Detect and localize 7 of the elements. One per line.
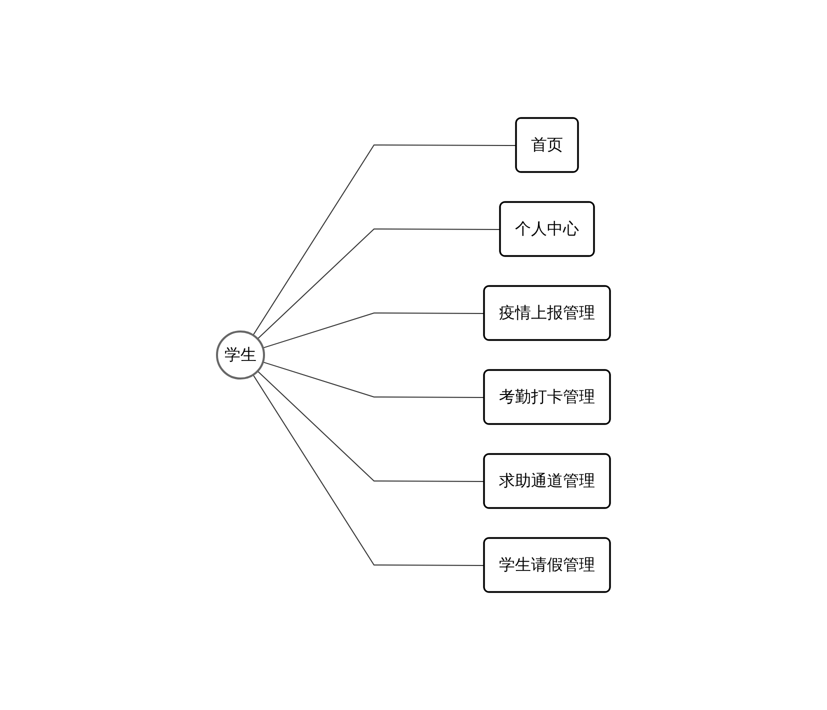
connector: [262, 362, 485, 398]
node-circle: 学生: [216, 330, 265, 380]
connector: [252, 144, 517, 336]
connector: [252, 374, 485, 566]
connector: [257, 370, 485, 482]
connector: [262, 312, 485, 348]
connector: [257, 228, 501, 340]
